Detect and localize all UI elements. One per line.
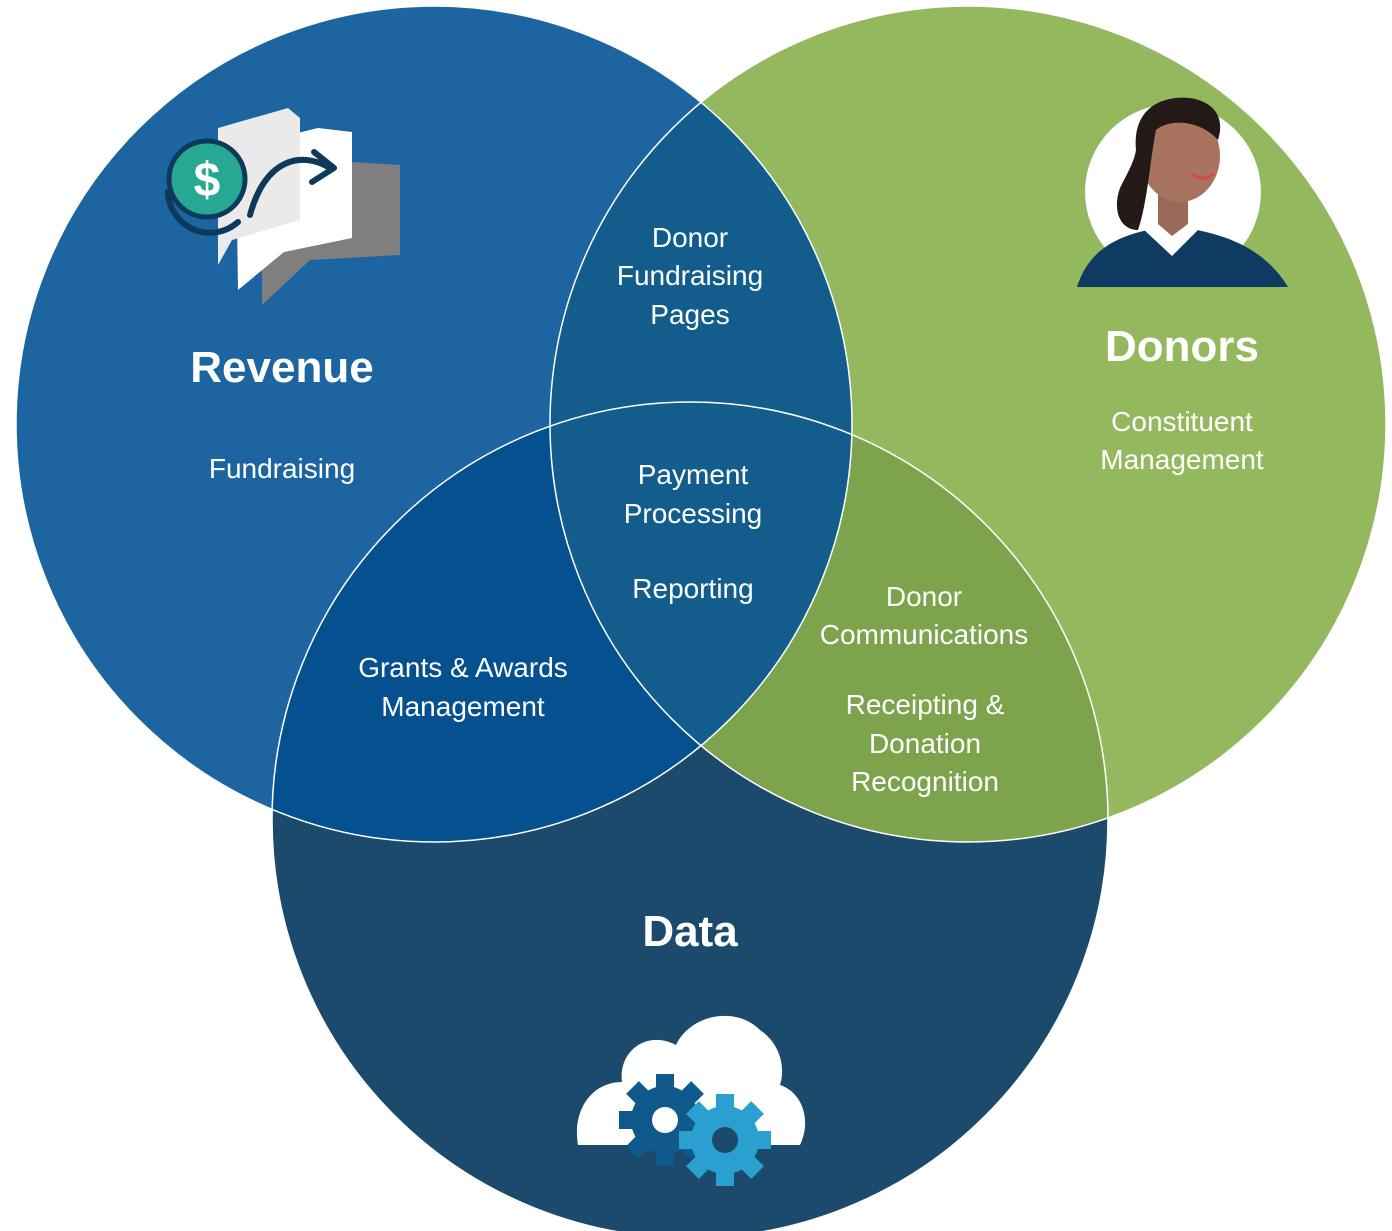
revenue-title: Revenue <box>190 343 373 392</box>
overlap-revenue-data-label: Management <box>381 691 545 722</box>
overlap-donors-data-label: Communications <box>820 619 1029 650</box>
overlap-revenue-donors-label: Pages <box>650 299 729 330</box>
cloud-gears-icon <box>576 1015 806 1186</box>
overlap-donors-data-label: Donation <box>869 728 981 759</box>
center-label: Payment <box>638 459 749 490</box>
donors-item: Management <box>1100 444 1264 475</box>
donors-item: Constituent <box>1111 406 1253 437</box>
outline-donors <box>549 5 1387 843</box>
overlap-donors-data-label: Recognition <box>851 766 999 797</box>
donors-title: Donors <box>1105 322 1259 371</box>
center-label: Reporting <box>632 573 753 604</box>
overlap-donors-data-label: Receipting & <box>846 689 1005 720</box>
revenue-item: Fundraising <box>209 453 355 484</box>
overlap-revenue-donors-label: Donor <box>652 222 728 253</box>
money-transfer-icon: $ <box>165 108 400 305</box>
outline-data <box>271 401 1109 1231</box>
overlap-revenue-donors-label: Fundraising <box>617 260 763 291</box>
center-label: Processing <box>624 498 763 529</box>
person-avatar-icon <box>1077 97 1288 287</box>
svg-text:$: $ <box>194 154 221 207</box>
overlap-donors-data-label: Donor <box>886 581 962 612</box>
data-title: Data <box>642 907 738 956</box>
outline-revenue <box>15 5 853 843</box>
overlap-revenue-data-label: Grants & Awards <box>358 652 568 683</box>
